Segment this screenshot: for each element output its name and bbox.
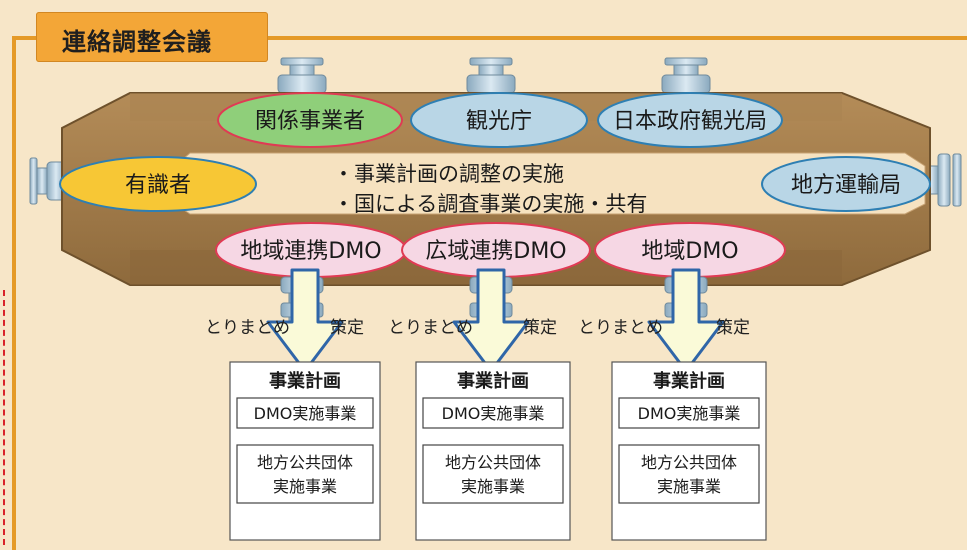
- flow-3-right-label: 策定: [716, 318, 750, 338]
- plan-3-item-2-line-2: 実施事業: [657, 477, 721, 496]
- plan-2-item-2-line-1: 地方公共団体: [445, 453, 541, 472]
- plan-1-title: 事業計画: [269, 370, 341, 392]
- plan-box-2: 事業計画 DMO実施事業 地方公共団体 実施事業: [415, 361, 571, 541]
- oval-top-right: [597, 92, 783, 148]
- oval-mid-right-label: 地方運輸局: [791, 173, 901, 198]
- plan-2-title: 事業計画: [457, 370, 529, 392]
- content-frame: [12, 36, 967, 550]
- oval-top-center-label: 観光庁: [466, 109, 532, 134]
- page-title: 連絡調整会議: [62, 28, 212, 56]
- top-valve-1: [277, 57, 327, 94]
- top-valve-2: [466, 57, 516, 94]
- top-valve-3: [661, 57, 711, 94]
- plan-3-title: 事業計画: [653, 370, 725, 392]
- flow-2-left-label: とりまとめ: [388, 318, 473, 338]
- plan-2-item-1: DMO実施事業: [442, 404, 545, 423]
- flow-1-right-label: 策定: [330, 318, 364, 338]
- center-text-line-2: ・国による調査事業の実施・共有: [333, 192, 647, 216]
- plan-1-item-2-line-2: 実施事業: [273, 477, 337, 496]
- down-arrow-1: [266, 268, 344, 373]
- oval-top-center: [410, 92, 588, 148]
- plan-box-3: 事業計画 DMO実施事業 地方公共団体 実施事業: [611, 361, 767, 541]
- flow-3-left-label: とりまとめ: [578, 318, 663, 338]
- oval-mid-right: [761, 156, 931, 212]
- oval-bottom-center-label: 広域連携DMO: [425, 239, 566, 264]
- red-dashed-marker: [3, 290, 5, 545]
- flow-2-right-label: 策定: [523, 318, 557, 338]
- plan-2-item-2-line-2: 実施事業: [461, 477, 525, 496]
- flow-1-left-label: とりまとめ: [205, 318, 290, 338]
- oval-mid-left-label: 有識者: [125, 173, 191, 198]
- oval-bottom-left-label: 地域連携DMO: [240, 239, 381, 264]
- title-tab: [36, 12, 268, 62]
- oval-mid-left: [59, 156, 257, 212]
- plan-3-item-2-line-1: 地方公共団体: [641, 453, 737, 472]
- plan-3-item-1: DMO実施事業: [638, 404, 741, 423]
- oval-top-left-label: 関係事業者: [255, 109, 365, 134]
- down-arrow-2: [452, 268, 530, 373]
- down-arrow-3: [647, 268, 725, 373]
- oval-bottom-right-label: 地域DMO: [641, 239, 738, 264]
- plan-1-item-2-line-1: 地方公共団体: [257, 453, 353, 472]
- oval-top-left: [217, 92, 403, 148]
- oval-top-right-label: 日本政府観光局: [613, 109, 767, 134]
- plan-1-item-1: DMO実施事業: [254, 404, 357, 423]
- center-text-line-1: ・事業計画の調整の実施: [333, 162, 564, 186]
- plan-box-1: 事業計画 DMO実施事業 地方公共団体 実施事業: [229, 361, 381, 541]
